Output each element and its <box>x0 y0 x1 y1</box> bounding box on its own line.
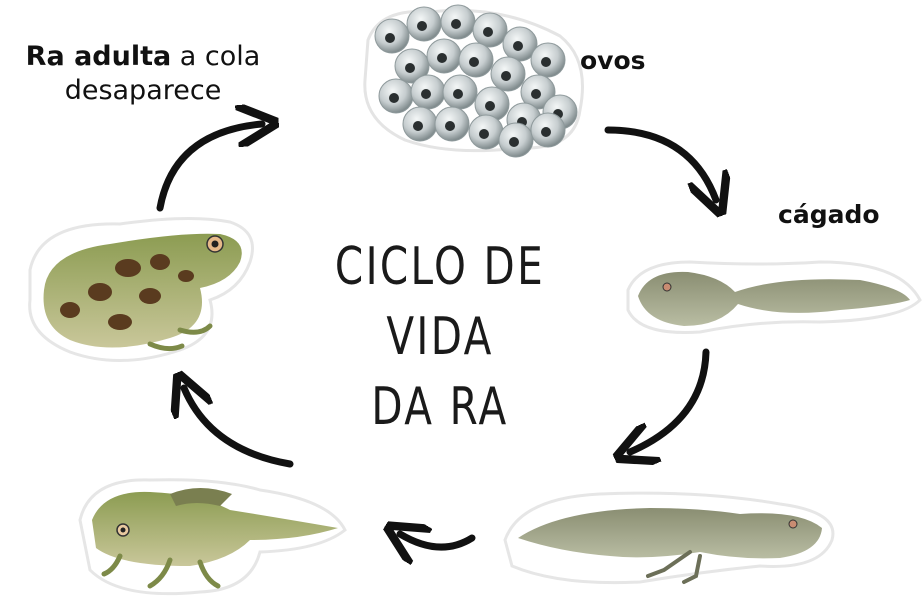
egg-embryo <box>445 121 455 131</box>
egg-cluster <box>363 4 584 158</box>
egg-embryo <box>389 93 399 103</box>
arrow-legs-to-froglet <box>400 534 476 547</box>
egg-embryo <box>483 27 493 37</box>
tadpole-with-legs-image <box>503 491 835 585</box>
eggs-label: ovos <box>580 46 646 75</box>
egg-embryo <box>469 57 479 67</box>
egg-embryo <box>437 53 447 63</box>
egg-embryo <box>385 33 395 43</box>
arrow-adult-to-eggs <box>156 124 262 212</box>
egg-embryo <box>541 127 551 137</box>
froglet-image <box>78 478 347 596</box>
egg-embryo <box>421 89 431 99</box>
egg-embryo <box>509 137 519 147</box>
egg-embryo <box>513 41 523 51</box>
tadpole-label: cágado <box>778 200 880 229</box>
egg-embryo <box>453 89 463 99</box>
arrow-froglet-to-adult <box>184 388 294 468</box>
adult-frog-label-bold: Ra adulta <box>25 41 172 72</box>
egg-embryo <box>501 71 511 81</box>
egg-embryo <box>451 19 461 29</box>
egg-embryo <box>531 89 541 99</box>
diagram-title-line-1: CICLO DE VIDA <box>334 237 546 367</box>
adult-frog-label: Ra adulta a cola desaparece <box>8 40 278 108</box>
diagram-title-line-2: DA RA <box>371 377 509 437</box>
egg-embryo <box>417 21 427 31</box>
adult-frog-label-rest-2: desaparece <box>64 75 222 106</box>
egg-embryo <box>413 121 423 131</box>
diagram-title: CICLO DE VIDA DA RA <box>307 232 572 442</box>
arrow-eggs-to-tadpole <box>604 126 716 200</box>
tadpole-image <box>626 260 922 334</box>
egg-embryo <box>479 129 489 139</box>
egg-embryo <box>541 57 551 67</box>
arrow-tadpole-to-legs <box>630 348 710 452</box>
egg-embryo <box>405 63 415 73</box>
adult-frog-image <box>28 216 254 363</box>
adult-frog-label-rest-1: a cola <box>171 41 261 72</box>
egg-embryo <box>485 101 495 111</box>
